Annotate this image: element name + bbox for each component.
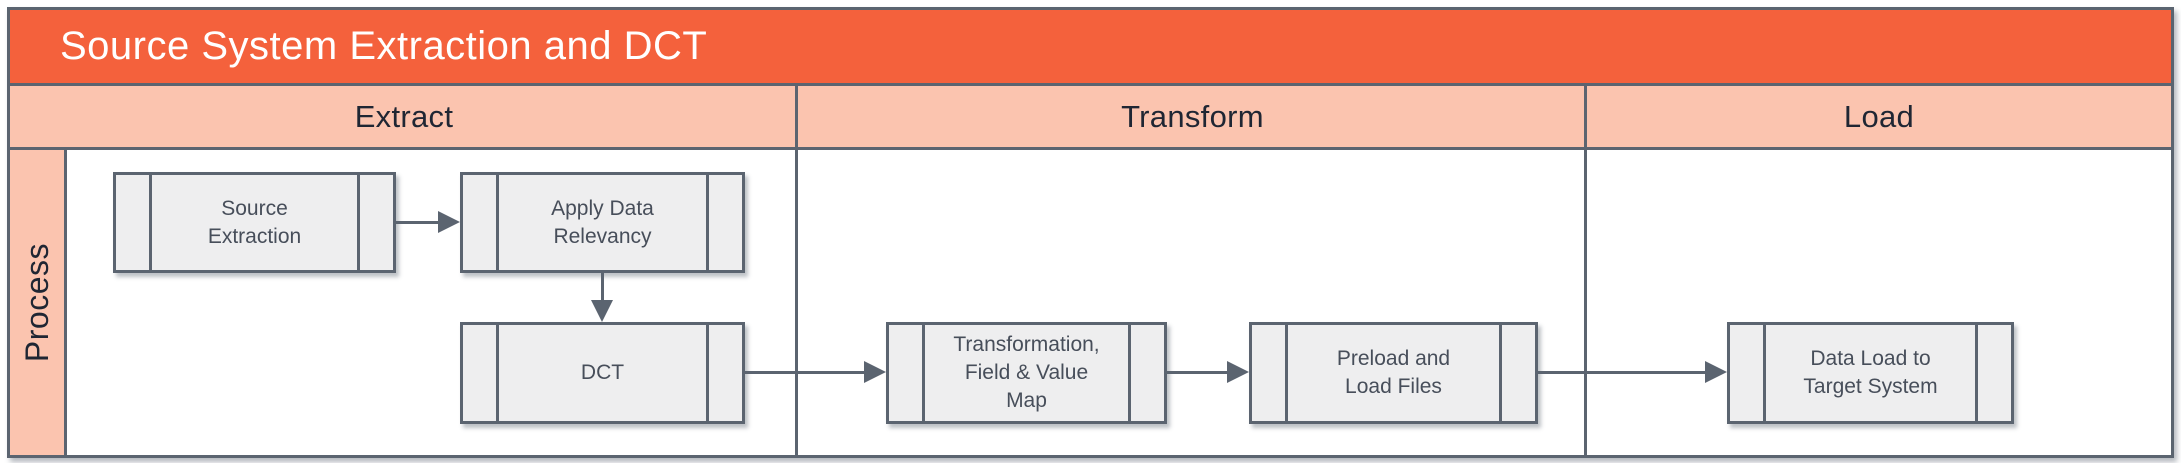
- process-node-preload-and-load-files: Preload and Load Files: [1249, 322, 1538, 424]
- node-label: Preload and Load Files: [1337, 345, 1450, 401]
- arrowhead-down-icon: [591, 300, 613, 322]
- arrowhead-right-icon: [1705, 361, 1727, 383]
- arrow-dct-to-transformation: [745, 371, 866, 374]
- divider-transform-load: [1584, 86, 1587, 455]
- process-node-transformation-field-value-map: Transformation, Field & Value Map: [886, 322, 1167, 424]
- process-node-dct: DCT: [460, 322, 745, 424]
- arrowhead-right-icon: [438, 211, 460, 233]
- node-label: DCT: [581, 359, 624, 387]
- process-node-source-extraction: Source Extraction: [113, 172, 396, 273]
- node-label-line: Field & Value: [964, 361, 1089, 384]
- node-label-line: Extraction: [207, 224, 302, 248]
- node-label: Data Load to Target System: [1803, 345, 1937, 401]
- diagram-title: Source System Extraction and DCT: [60, 24, 708, 68]
- lane-process: Process: [10, 150, 67, 455]
- node-label-line: Source: [221, 196, 288, 220]
- phase-header-row: Extract Transform Load: [10, 86, 2171, 150]
- arrow-transformation-to-preload: [1167, 371, 1229, 374]
- node-label-line: DCT: [580, 361, 625, 384]
- process-node-data-load-to-target-system: Data Load to Target System: [1727, 322, 2014, 424]
- divider-extract-transform: [795, 86, 798, 455]
- arrowhead-right-icon: [864, 361, 886, 383]
- node-label-line: Apply Data: [551, 196, 654, 220]
- node-label: Transformation, Field & Value Map: [953, 331, 1099, 415]
- phase-header-load: Load: [1843, 98, 1915, 134]
- phase-header-extract: Extract: [354, 98, 454, 134]
- arrowhead-right-icon: [1227, 361, 1249, 383]
- node-label-line: Load Files: [1345, 375, 1442, 398]
- node-label-line: Transformation,: [953, 333, 1100, 356]
- node-label: Apply Data Relevancy: [551, 195, 654, 251]
- arrow-apply-data-relevancy-to-dct: [601, 273, 604, 302]
- node-label-line: Relevancy: [553, 224, 652, 248]
- node-label-line: Data Load to: [1810, 347, 1931, 370]
- node-label: Source Extraction: [208, 195, 301, 251]
- process-node-apply-data-relevancy: Apply Data Relevancy: [460, 172, 745, 273]
- title-bar: Source System Extraction and DCT: [10, 10, 2171, 86]
- lane-process-label: Process: [18, 242, 55, 363]
- node-label-line: Target System: [1803, 375, 1938, 398]
- node-label-line: Map: [1006, 389, 1047, 412]
- node-label-line: Preload and: [1336, 347, 1451, 370]
- phase-header-transform: Transform: [1121, 98, 1264, 134]
- arrow-preload-to-data-load: [1538, 371, 1707, 374]
- arrow-source-extraction-to-apply-data-relevancy: [396, 221, 440, 224]
